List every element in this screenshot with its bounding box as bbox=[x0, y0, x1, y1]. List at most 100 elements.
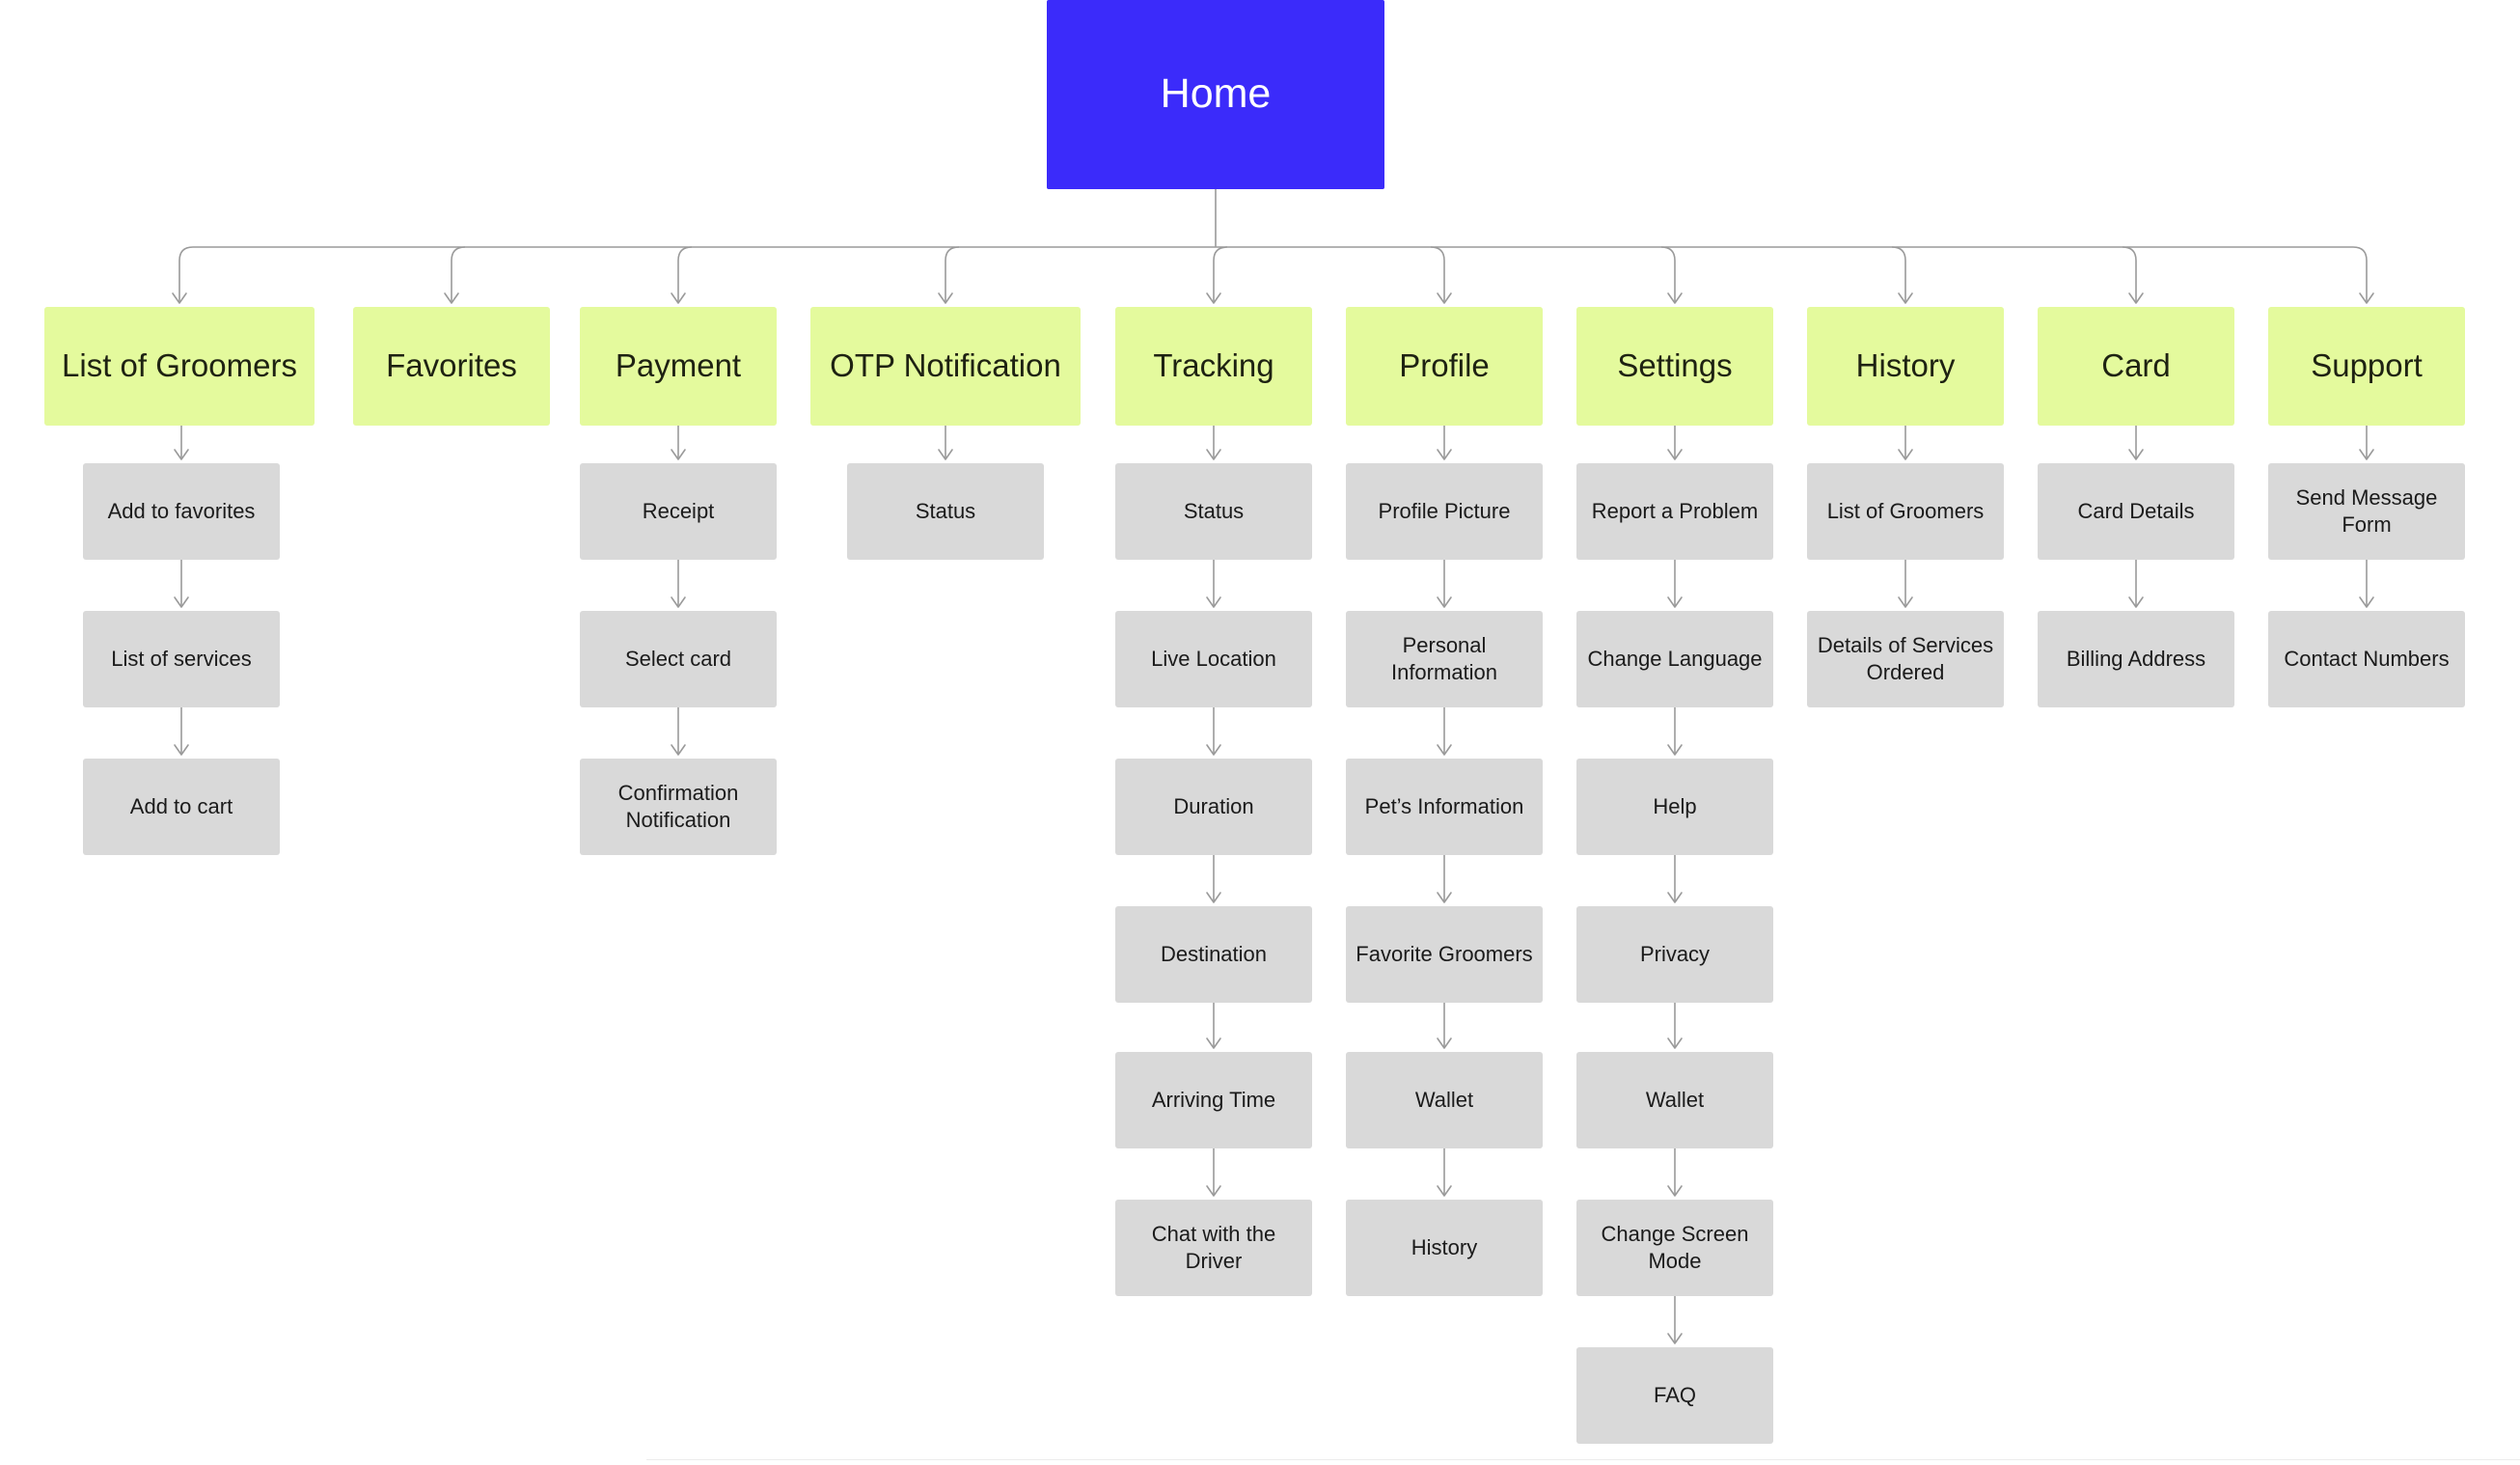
connector-arrowhead bbox=[2359, 292, 2374, 304]
node-leaf-change-language[interactable]: Change Language bbox=[1576, 611, 1773, 707]
connector-line bbox=[451, 246, 466, 303]
connector-arrowhead bbox=[938, 292, 953, 304]
node-leaf-wallet[interactable]: Wallet bbox=[1576, 1052, 1773, 1148]
node-section-favorites[interactable]: Favorites bbox=[353, 307, 550, 426]
node-label: Add to cart bbox=[129, 793, 233, 818]
node-section-tracking[interactable]: Tracking bbox=[1115, 307, 1312, 426]
node-label: Duration bbox=[1173, 793, 1254, 818]
connector-arrowhead bbox=[2128, 292, 2144, 304]
connector-arrowhead bbox=[1667, 292, 1683, 304]
node-label: Pet’s Information bbox=[1364, 793, 1524, 818]
connector-line bbox=[2122, 246, 2137, 303]
node-label: Billing Address bbox=[2066, 646, 2206, 671]
node-section-support[interactable]: Support bbox=[2268, 307, 2465, 426]
node-label: Status bbox=[1183, 498, 1245, 523]
connector-arrowhead bbox=[1898, 449, 1913, 460]
connector-arrowhead bbox=[2359, 449, 2374, 460]
node-leaf-change-screen-mode[interactable]: Change Screen Mode bbox=[1576, 1200, 1773, 1296]
node-label: Arriving Time bbox=[1151, 1087, 1276, 1112]
node-leaf-help[interactable]: Help bbox=[1576, 759, 1773, 855]
node-section-settings[interactable]: Settings bbox=[1576, 307, 1773, 426]
node-leaf-send-message-form[interactable]: Send Message Form bbox=[2268, 463, 2465, 560]
node-leaf-select-card[interactable]: Select card bbox=[580, 611, 777, 707]
connector-arrowhead bbox=[1206, 292, 1221, 304]
connector-arrowhead bbox=[1898, 596, 1913, 608]
connector-arrowhead bbox=[174, 449, 189, 460]
node-label: History bbox=[1411, 1234, 1478, 1259]
node-leaf-details-of-services-ordered[interactable]: Details of Services Ordered bbox=[1807, 611, 2004, 707]
node-label: Add to favorites bbox=[107, 498, 256, 523]
node-label: Destination bbox=[1160, 941, 1268, 966]
node-leaf-live-location[interactable]: Live Location bbox=[1115, 611, 1312, 707]
node-leaf-duration[interactable]: Duration bbox=[1115, 759, 1312, 855]
node-leaf-confirmation-notification[interactable]: Confirmation Notification bbox=[580, 759, 777, 855]
node-section-list-of-groomers[interactable]: List of Groomers bbox=[44, 307, 315, 426]
node-leaf-pet-s-information[interactable]: Pet’s Information bbox=[1346, 759, 1543, 855]
connector-arrowhead bbox=[1898, 292, 1913, 304]
connector-arrowhead bbox=[1667, 1185, 1683, 1197]
node-label: Send Message Form bbox=[2295, 484, 2438, 537]
node-label: Select card bbox=[624, 646, 732, 671]
node-leaf-add-to-cart[interactable]: Add to cart bbox=[83, 759, 280, 855]
node-leaf-personal-information[interactable]: Personal Information bbox=[1346, 611, 1543, 707]
node-label: Profile Picture bbox=[1378, 498, 1511, 523]
node-label: Confirmation Notification bbox=[617, 780, 739, 832]
node-label: Settings bbox=[1617, 347, 1733, 384]
connector-arrowhead bbox=[1206, 449, 1221, 460]
connector-line bbox=[945, 246, 960, 303]
connector-arrowhead bbox=[1667, 1333, 1683, 1344]
node-label: FAQ bbox=[1653, 1382, 1696, 1407]
node-label: Card bbox=[2101, 347, 2171, 384]
node-label: Contact Numbers bbox=[2284, 646, 2450, 671]
node-leaf-privacy[interactable]: Privacy bbox=[1576, 906, 1773, 1003]
connector-arrowhead bbox=[174, 744, 189, 756]
node-home[interactable]: Home bbox=[1047, 0, 1384, 189]
node-leaf-chat-with-the-driver[interactable]: Chat with the Driver bbox=[1115, 1200, 1312, 1296]
node-section-history[interactable]: History bbox=[1807, 307, 2004, 426]
connector-arrowhead bbox=[1206, 744, 1221, 756]
node-label: Change Language bbox=[1587, 646, 1763, 671]
node-section-profile[interactable]: Profile bbox=[1346, 307, 1543, 426]
connector-arrowhead bbox=[1437, 1185, 1452, 1197]
node-label: Chat with the Driver bbox=[1151, 1221, 1276, 1273]
node-leaf-status[interactable]: Status bbox=[847, 463, 1044, 560]
node-label: List of Groomers bbox=[1826, 498, 1985, 523]
node-label: Live Location bbox=[1151, 646, 1276, 671]
node-leaf-wallet[interactable]: Wallet bbox=[1346, 1052, 1543, 1148]
node-label: Help bbox=[1653, 793, 1697, 818]
connector-arrowhead bbox=[1206, 596, 1221, 608]
node-label: Card Details bbox=[2077, 498, 2195, 523]
node-leaf-destination[interactable]: Destination bbox=[1115, 906, 1312, 1003]
connector-arrowhead bbox=[172, 292, 187, 304]
connector-line bbox=[677, 246, 693, 303]
node-label: Privacy bbox=[1639, 941, 1711, 966]
node-section-card[interactable]: Card bbox=[2038, 307, 2234, 426]
node-label: Payment bbox=[615, 347, 742, 384]
node-label: Wallet bbox=[1414, 1087, 1474, 1112]
node-label: Report a Problem bbox=[1591, 498, 1759, 523]
node-label: Wallet bbox=[1645, 1087, 1705, 1112]
node-leaf-profile-picture[interactable]: Profile Picture bbox=[1346, 463, 1543, 560]
connector-arrowhead bbox=[2128, 596, 2144, 608]
node-leaf-faq[interactable]: FAQ bbox=[1576, 1347, 1773, 1444]
node-leaf-list-of-groomers[interactable]: List of Groomers bbox=[1807, 463, 2004, 560]
node-label: Home bbox=[1160, 70, 1272, 118]
node-leaf-billing-address[interactable]: Billing Address bbox=[2038, 611, 2234, 707]
connector-arrowhead bbox=[671, 596, 686, 608]
node-leaf-card-details[interactable]: Card Details bbox=[2038, 463, 2234, 560]
connector-arrowhead bbox=[1437, 892, 1452, 903]
node-leaf-report-a-problem[interactable]: Report a Problem bbox=[1576, 463, 1773, 560]
node-leaf-list-of-services[interactable]: List of services bbox=[83, 611, 280, 707]
node-leaf-arriving-time[interactable]: Arriving Time bbox=[1115, 1052, 1312, 1148]
node-leaf-contact-numbers[interactable]: Contact Numbers bbox=[2268, 611, 2465, 707]
node-leaf-add-to-favorites[interactable]: Add to favorites bbox=[83, 463, 280, 560]
node-leaf-status[interactable]: Status bbox=[1115, 463, 1312, 560]
connector-arrowhead bbox=[671, 449, 686, 460]
node-label: Change Screen Mode bbox=[1601, 1221, 1749, 1273]
node-section-otp-notification[interactable]: OTP Notification bbox=[810, 307, 1081, 426]
node-section-payment[interactable]: Payment bbox=[580, 307, 777, 426]
node-leaf-receipt[interactable]: Receipt bbox=[580, 463, 777, 560]
node-leaf-history[interactable]: History bbox=[1346, 1200, 1543, 1296]
node-leaf-favorite-groomers[interactable]: Favorite Groomers bbox=[1346, 906, 1543, 1003]
connector-arrowhead bbox=[1667, 892, 1683, 903]
